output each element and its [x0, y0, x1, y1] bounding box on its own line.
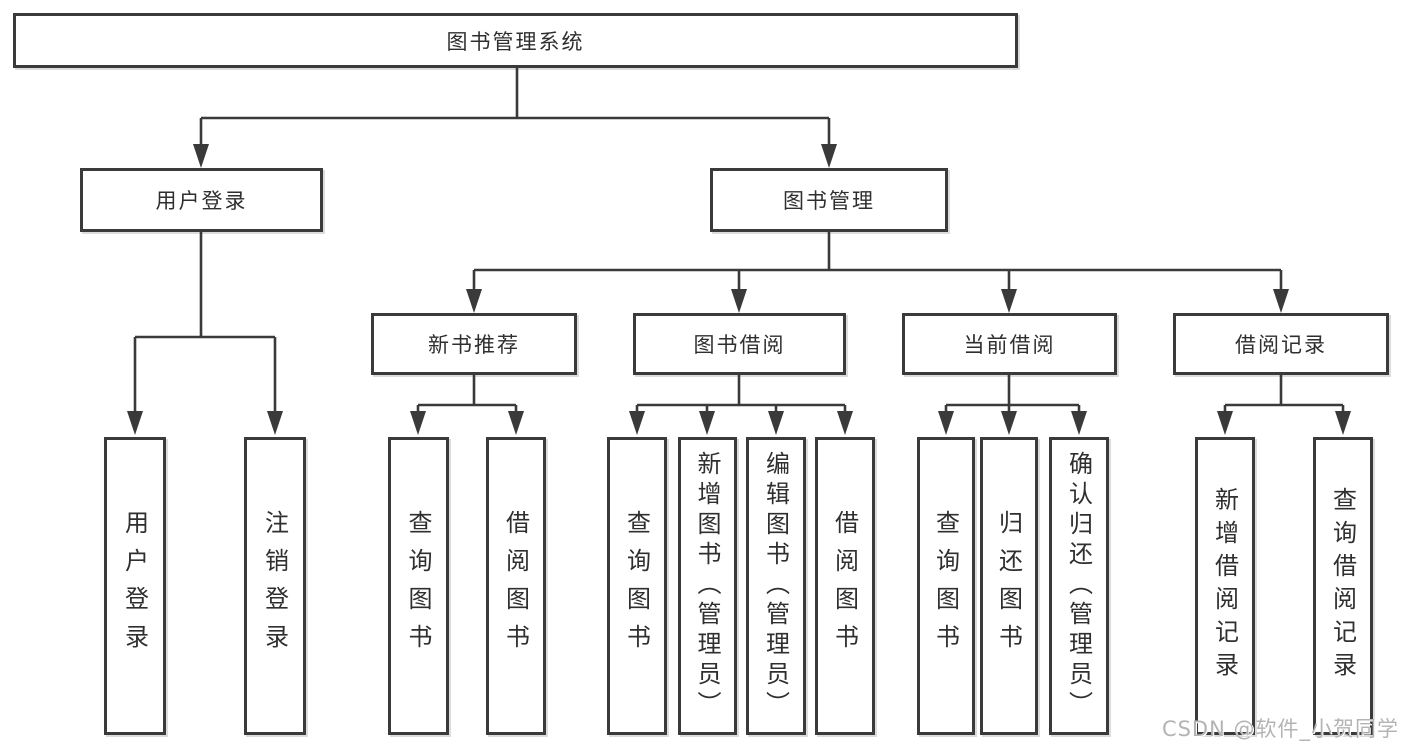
connector-bookmgmt-to-level3	[472, 232, 1283, 291]
node-root-library-system: 图书管理系统	[13, 13, 1018, 68]
node-current-borrowing-label: 当前借阅	[963, 333, 1056, 357]
leaf-query-borrow-record-label: 查询借阅记录	[1328, 487, 1357, 685]
node-new-book-recommend-label: 新书推荐	[428, 333, 520, 357]
connector-root-to-level2	[199, 68, 831, 146]
leaf-confirm-return-admin: 确认归还（管理员）	[1049, 437, 1109, 735]
leaf-query-books-borrow: 查询图书	[607, 437, 667, 735]
leaf-query-books-current: 查询图书	[917, 437, 975, 735]
connector-currentborrow-to-leaves	[944, 375, 1081, 414]
csdn-watermark: CSDN @软件_小贺同学	[1161, 717, 1399, 741]
leaf-add-borrow-record-label: 新增借阅记录	[1210, 487, 1239, 685]
leaf-add-books-admin: 新增图书（管理员）	[678, 437, 737, 735]
node-user-login: 用户登录	[80, 168, 323, 232]
node-book-management: 图书管理	[710, 168, 948, 232]
leaf-query-books-current-label: 查询图书	[931, 510, 960, 662]
node-new-book-recommend: 新书推荐	[371, 313, 577, 375]
leaf-borrow-books-recommend-label: 借阅图书	[501, 510, 530, 662]
leaf-edit-books-admin-label: 编辑图书（管理员）	[761, 451, 790, 721]
leaf-edit-books-admin: 编辑图书（管理员）	[746, 437, 806, 735]
leaf-borrow-books: 借阅图书	[815, 437, 875, 735]
leaf-borrow-books-label: 借阅图书	[830, 510, 859, 662]
node-user-login-label: 用户登录	[155, 189, 248, 213]
node-root-label: 图书管理系统	[446, 29, 585, 54]
leaf-query-books-recommend-label: 查询图书	[404, 510, 432, 662]
node-book-borrowing: 图书借阅	[633, 313, 846, 375]
node-current-borrowing: 当前借阅	[902, 313, 1117, 375]
node-book-borrowing-label: 图书借阅	[693, 333, 786, 357]
connector-bookborrow-to-leaves	[635, 375, 847, 414]
node-book-management-label: 图书管理	[783, 189, 875, 213]
node-borrowing-records-label: 借阅记录	[1235, 333, 1327, 357]
leaf-return-books-label: 归还图书	[994, 510, 1023, 662]
leaf-user-login-label: 用户登录	[120, 510, 149, 662]
leaf-borrow-books-recommend: 借阅图书	[486, 437, 546, 735]
leaf-user-login: 用户登录	[104, 437, 166, 735]
leaf-confirm-return-admin-label: 确认归还（管理员）	[1064, 451, 1093, 721]
leaf-query-borrow-record: 查询借阅记录	[1313, 437, 1373, 735]
leaf-logout-label: 注销登录	[260, 510, 289, 662]
leaf-query-books-recommend: 查询图书	[388, 437, 449, 735]
leaf-add-borrow-record: 新增借阅记录	[1195, 437, 1255, 735]
connector-newbookrec-to-leaves	[416, 375, 518, 414]
leaf-logout: 注销登录	[244, 437, 306, 735]
leaf-return-books: 归还图书	[980, 437, 1038, 735]
connector-userlogin-to-leaves	[133, 232, 277, 413]
node-borrowing-records: 借阅记录	[1173, 313, 1389, 375]
leaf-query-books-borrow-label: 查询图书	[622, 510, 651, 662]
leaf-add-books-admin-label: 新增图书（管理员）	[693, 451, 721, 721]
connector-borrowrecords-to-leaves	[1223, 375, 1345, 414]
